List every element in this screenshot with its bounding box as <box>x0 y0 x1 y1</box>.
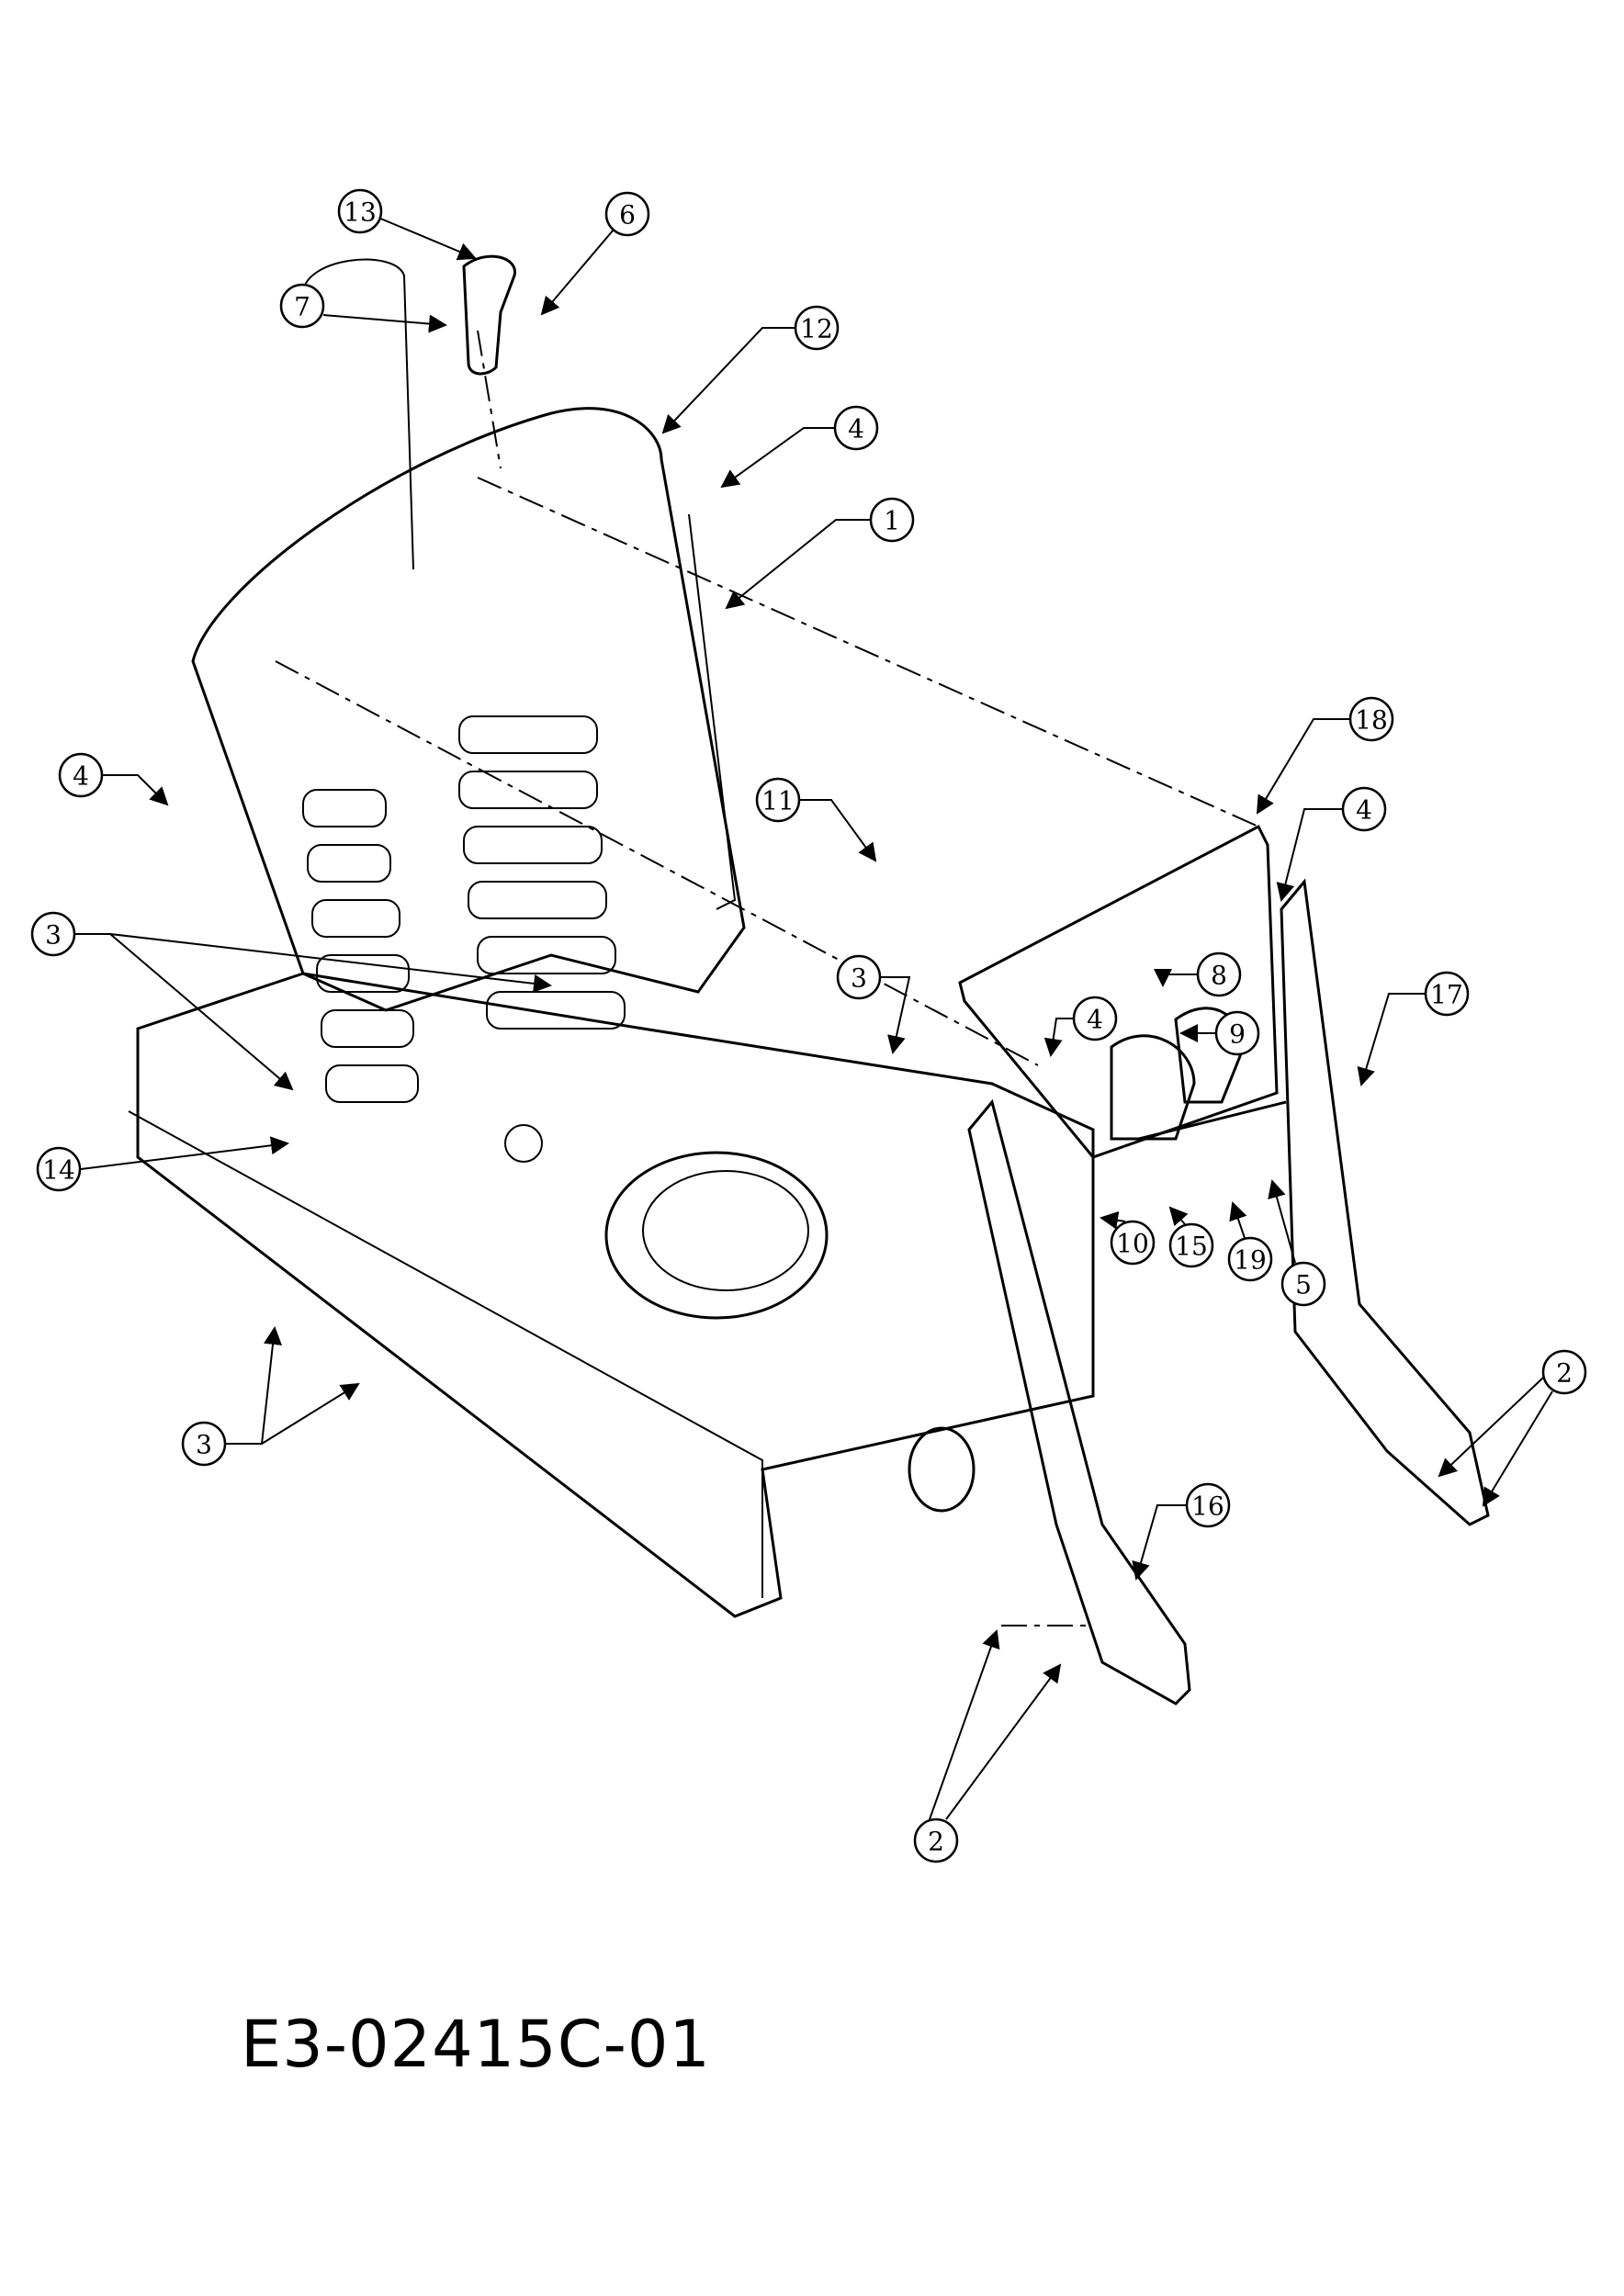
leader-lines <box>75 217 1553 1820</box>
svg-text:4: 4 <box>848 414 864 445</box>
seat-pan <box>191 258 746 1012</box>
support-17 <box>1280 878 1490 1526</box>
bracket-18 <box>958 824 1279 1159</box>
svg-text:10: 10 <box>1116 1229 1149 1259</box>
callout-3: 3 <box>836 954 882 1000</box>
svg-text:3: 3 <box>851 963 867 994</box>
svg-text:18: 18 <box>1355 705 1388 736</box>
assembly-lines <box>275 330 1259 1626</box>
svg-text:4: 4 <box>73 761 89 792</box>
svg-text:15: 15 <box>1175 1232 1208 1262</box>
callout-1: 1 <box>869 497 915 543</box>
callout-11: 11 <box>755 777 801 823</box>
svg-text:1: 1 <box>884 506 900 536</box>
seat-slots <box>302 715 626 1103</box>
svg-text:11: 11 <box>761 786 795 816</box>
callout-3: 3 <box>181 1421 227 1467</box>
callout-8: 8 <box>1196 951 1242 997</box>
callout-15: 15 <box>1168 1222 1214 1268</box>
callout-6: 6 <box>604 191 650 237</box>
callout-10: 10 <box>1110 1220 1156 1266</box>
callout-7: 7 <box>279 283 325 329</box>
callout-4: 4 <box>1341 786 1387 832</box>
svg-text:19: 19 <box>1234 1245 1267 1276</box>
svg-text:13: 13 <box>344 197 377 228</box>
svg-text:16: 16 <box>1191 1491 1224 1522</box>
svg-text:5: 5 <box>1295 1270 1312 1300</box>
callout-14: 14 <box>36 1146 82 1192</box>
svg-text:17: 17 <box>1430 980 1463 1010</box>
svg-text:7: 7 <box>294 292 310 322</box>
callout-2: 2 <box>1541 1349 1587 1395</box>
callout-12: 12 <box>794 305 840 351</box>
svg-text:2: 2 <box>1556 1358 1573 1389</box>
callout-17: 17 <box>1424 971 1470 1017</box>
callout-4: 4 <box>833 405 879 451</box>
callout-16: 16 <box>1185 1482 1231 1528</box>
svg-text:9: 9 <box>1229 1019 1246 1050</box>
callout-4: 4 <box>1072 996 1118 1041</box>
callout-9: 9 <box>1214 1010 1260 1056</box>
svg-text:6: 6 <box>619 200 636 231</box>
svg-text:3: 3 <box>45 920 62 951</box>
support-16 <box>967 1098 1191 1705</box>
svg-text:14: 14 <box>42 1155 75 1186</box>
svg-text:2: 2 <box>928 1827 944 1857</box>
callout-2: 2 <box>913 1818 959 1863</box>
callout-19: 19 <box>1227 1236 1273 1282</box>
callout-18: 18 <box>1348 696 1394 742</box>
svg-text:4: 4 <box>1087 1005 1103 1035</box>
handle-13 <box>462 254 516 376</box>
svg-text:3: 3 <box>196 1430 212 1460</box>
svg-text:8: 8 <box>1211 961 1227 991</box>
svg-text:4: 4 <box>1356 795 1372 826</box>
frame-chassis <box>128 972 1095 1618</box>
drawing-code-label: E3-02415C-01 <box>241 2007 711 2082</box>
callout-3: 3 <box>30 911 76 957</box>
callout-4: 4 <box>58 752 104 798</box>
callout-13: 13 <box>337 188 383 234</box>
callout-5: 5 <box>1280 1261 1326 1307</box>
svg-text:12: 12 <box>800 314 833 344</box>
